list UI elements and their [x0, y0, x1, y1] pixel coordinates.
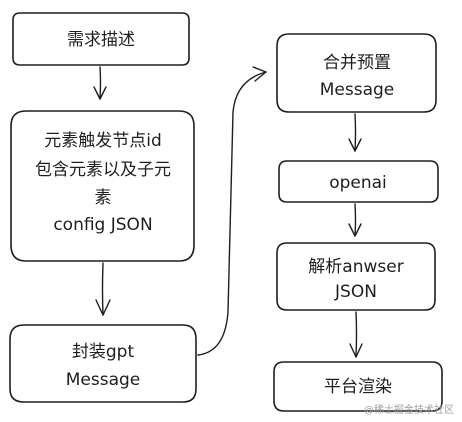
node-openai: openai — [329, 173, 387, 193]
node-merge-preset-box — [276, 33, 437, 113]
node-wrap-gpt-line-2: Message — [66, 370, 141, 390]
node-merge-preset-line-2: Message — [320, 80, 395, 100]
node-element-node-line-2: 包含元素以及子元 — [35, 160, 171, 180]
node-parse-answer-line-2: JSON — [334, 282, 377, 302]
edge-requirement-to-element-node — [93, 66, 107, 100]
node-element-node: 元素触发节点id 包含元素以及子元 素 config JSON — [35, 131, 171, 235]
node-merge-preset: 合并预置 Message — [320, 53, 395, 100]
node-parse-answer-line-1: 解析anwser — [308, 257, 403, 277]
node-parse-answer-box — [276, 242, 436, 311]
node-merge-preset-line-1: 合并预置 — [323, 53, 391, 73]
edge-wrap-gpt-to-merge-preset — [197, 66, 267, 356]
node-platform-render: 平台渲染 — [324, 377, 392, 397]
node-wrap-gpt-line-1: 封装gpt — [72, 342, 135, 362]
edge-element-node-to-wrap-gpt — [95, 262, 111, 316]
node-platform-render-box — [273, 361, 443, 412]
node-parse-answer: 解析anwser JSON — [308, 257, 403, 302]
watermark: @稀土掘金技术社区 — [364, 405, 454, 416]
edge-openai-to-parse-answer — [348, 203, 362, 237]
edge-parse-answer-to-platform-render — [349, 311, 363, 358]
node-requirement: 需求描述 — [67, 30, 135, 50]
node-openai-label: openai — [329, 173, 387, 193]
node-openai-box — [278, 160, 439, 203]
node-requirement-label: 需求描述 — [67, 30, 135, 50]
node-element-node-line-3: 素 — [95, 188, 112, 208]
node-wrap-gpt: 封装gpt Message — [66, 342, 141, 390]
node-platform-render-label: 平台渲染 — [324, 377, 392, 397]
node-wrap-gpt-box — [9, 324, 197, 403]
node-requirement-box — [12, 12, 190, 66]
node-element-node-line-1: 元素触发节点id — [44, 131, 162, 151]
node-element-node-box — [10, 110, 195, 262]
edge-merge-preset-to-openai — [348, 113, 362, 152]
node-element-node-line-4: config JSON — [53, 215, 152, 235]
